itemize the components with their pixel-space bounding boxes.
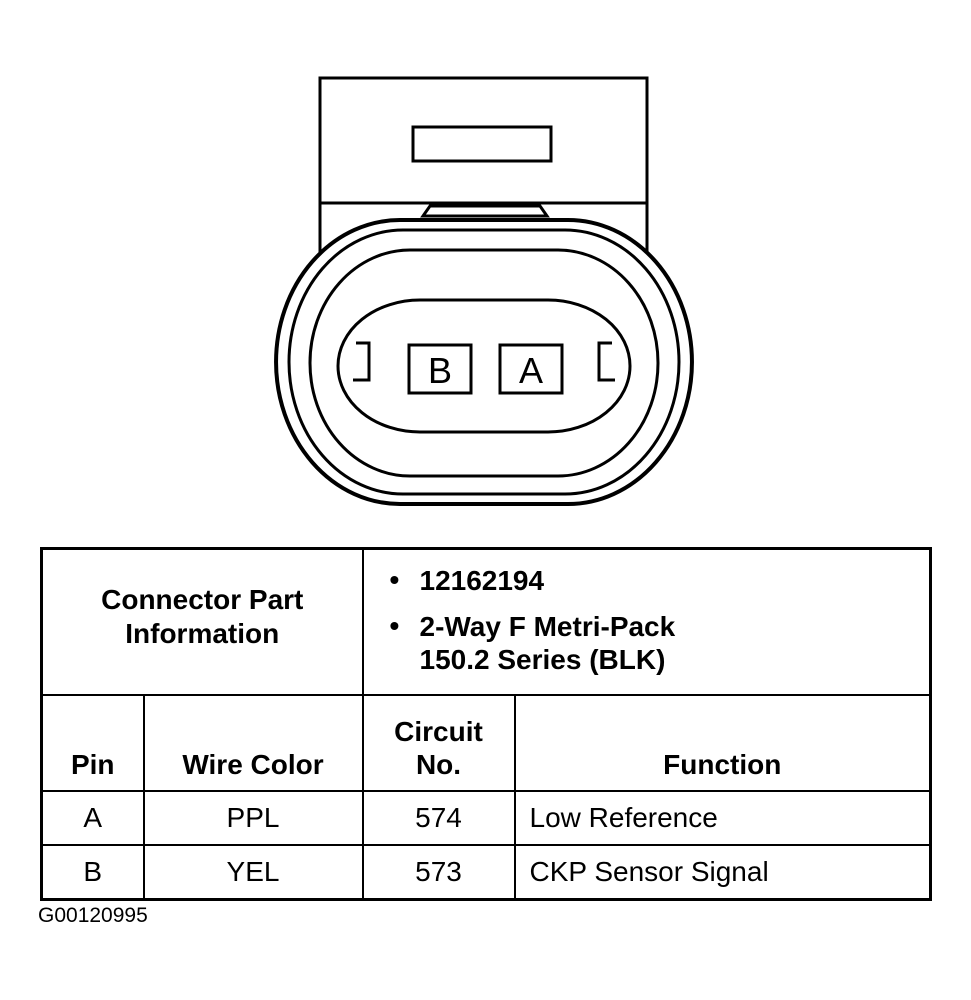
table-row: B YEL 573 CKP Sensor Signal bbox=[40, 844, 932, 901]
part-series: 2-Way F Metri-Pack 150.2 Series (BLK) bbox=[419, 610, 676, 676]
pin-box-b bbox=[407, 343, 473, 395]
figure-id: G00120995 bbox=[38, 904, 148, 927]
part-info-row: Connector Part Information • 12162194 • … bbox=[40, 547, 932, 696]
left-key-rib bbox=[353, 341, 371, 382]
part-number: 12162194 bbox=[419, 565, 545, 596]
pin-label-b: B bbox=[428, 350, 452, 391]
connector-outer-shell-inner-line bbox=[287, 228, 681, 496]
part-info-heading: Connector Part Information bbox=[101, 584, 304, 649]
wire-color-cell: YEL bbox=[142, 844, 364, 901]
circuit-no-cell: 573 bbox=[361, 844, 516, 901]
header-circuit-no: Circuit No. bbox=[361, 694, 516, 792]
wire-color-cell: PPL bbox=[142, 790, 364, 846]
connector-seal-ring bbox=[308, 248, 660, 478]
connector-face-drawing: B A bbox=[274, 76, 694, 506]
header-circuit-no-text: Circuit No. bbox=[394, 715, 483, 781]
header-function: Function bbox=[513, 694, 932, 792]
lock-tab-ramp bbox=[420, 204, 550, 218]
part-series-item: • 2-Way F Metri-Pack 150.2 Series (BLK) bbox=[390, 610, 930, 677]
header-wire-color: Wire Color bbox=[142, 694, 364, 792]
column-header-row: Pin Wire Color Circuit No. Function bbox=[40, 694, 932, 792]
part-info-heading-cell: Connector Part Information bbox=[40, 547, 364, 696]
function-cell: Low Reference bbox=[513, 790, 932, 846]
pin-cell: A bbox=[40, 790, 145, 846]
pin-cell: B bbox=[40, 844, 145, 901]
part-info-list-cell: • 12162194 • 2-Way F Metri-Pack 150.2 Se… bbox=[361, 547, 932, 696]
circuit-no-cell: 574 bbox=[361, 790, 516, 846]
bullet-glyph: • bbox=[389, 564, 400, 595]
bullet-glyph: • bbox=[389, 609, 400, 641]
lock-tab-housing bbox=[318, 76, 649, 292]
pin-label-a: A bbox=[519, 350, 543, 391]
connector-info-table: Connector Part Information • 12162194 • … bbox=[40, 547, 932, 901]
connector-outer-shell bbox=[274, 218, 694, 506]
function-cell: CKP Sensor Signal bbox=[513, 844, 932, 901]
pin-box-a bbox=[498, 343, 564, 395]
terminal-cavity bbox=[336, 298, 632, 434]
part-number-item: • 12162194 bbox=[390, 564, 930, 598]
part-info-list: • 12162194 • 2-Way F Metri-Pack 150.2 Se… bbox=[390, 564, 930, 677]
header-pin: Pin bbox=[40, 694, 145, 792]
right-key-rib bbox=[597, 341, 615, 382]
table-row: A PPL 574 Low Reference bbox=[40, 790, 932, 846]
lock-tab-window bbox=[411, 125, 553, 163]
